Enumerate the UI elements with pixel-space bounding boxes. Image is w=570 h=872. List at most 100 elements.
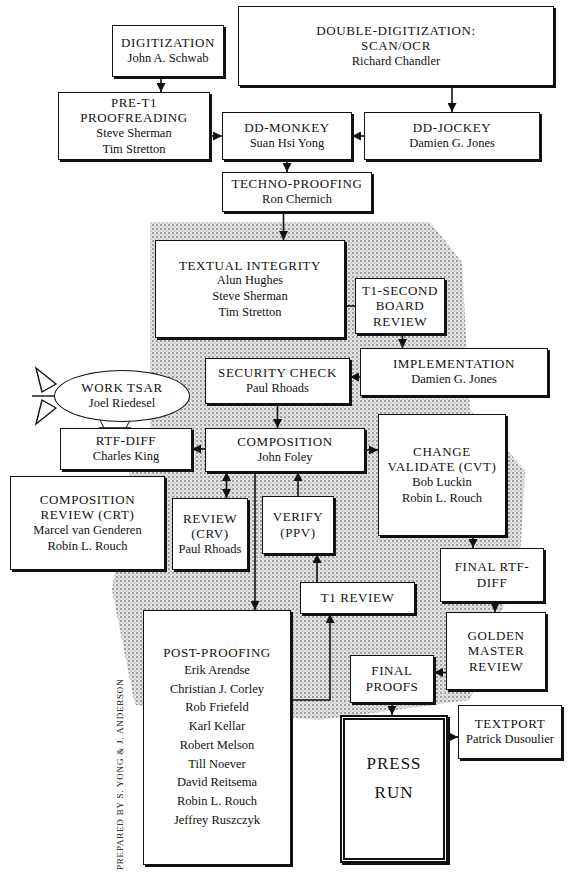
process-box: TEXTUAL INTEGRITYAlun HughesSteve Sherma…	[155, 240, 345, 338]
person-name: Karl Kellar	[189, 717, 246, 736]
node-heading: DD-JOCKEY	[413, 120, 491, 136]
process-box: GOLDEN MASTER REVIEW	[446, 612, 546, 690]
person-name: John A. Schwab	[128, 51, 209, 67]
process-box: REVIEW (CRV)Paul Rhoads	[172, 498, 248, 570]
person-name: Richard Chandler	[352, 54, 441, 70]
node-heading: T1 REVIEW	[321, 590, 395, 606]
process-box: RTF-DIFFCharles King	[60, 428, 192, 470]
person-name: Robert Melson	[180, 736, 255, 755]
credit-note: PREPARED BY S. YONG & J. ANDERSON	[115, 680, 125, 870]
node-heading: DOUBLE-DIGITIZATION: SCAN/OCR	[281, 23, 511, 54]
blimp-fin	[36, 368, 56, 392]
person-name: Paul Rhoads	[179, 542, 242, 558]
flow-arrow	[277, 404, 279, 428]
flow-arrow	[365, 449, 378, 451]
flow-arrow	[316, 554, 318, 582]
flow-arrow	[472, 536, 474, 548]
flow-arrow	[451, 86, 453, 112]
process-box: DIGITIZATIONJohn A. Schwab	[112, 25, 224, 77]
process-box: POST-PROOFINGErik ArendseChristian J. Co…	[143, 610, 291, 865]
node-heading: TECHNO-PROOFING	[231, 176, 362, 192]
process-box: TECHNO-PROOFINGRon Chernich	[222, 172, 372, 212]
person-name: Erik Arendse	[184, 661, 250, 680]
node-heading: SECURITY CHECK	[218, 365, 337, 381]
person-name: Robin L. Rouch	[402, 491, 482, 507]
flow-arrow	[297, 472, 299, 496]
flow-arrow	[283, 212, 285, 240]
person-name: Jeffrey Ruszczyk	[174, 811, 260, 830]
person-name: Robin L. Rouch	[177, 792, 257, 811]
flow-arrow	[352, 135, 364, 137]
flow-arrow	[402, 334, 404, 348]
process-box: FINAL PROOFS	[350, 655, 434, 703]
flow-arrow	[210, 135, 222, 137]
flow-arrow	[226, 472, 228, 498]
person-name: Patrick Dusoulier	[466, 732, 554, 748]
node-heading: PRE-T1 PROOFREADING	[63, 95, 205, 126]
node-heading: VERIFY (PPV)	[267, 509, 329, 540]
process-box: T1-SECOND BOARD REVIEW	[355, 278, 445, 334]
blimp-ellipse: WORK TSARJoel Riedesel	[54, 370, 190, 422]
node-heading: PRESS RUN	[364, 750, 424, 808]
flow-arrow	[192, 448, 205, 450]
person-name: Joel Riedesel	[89, 396, 155, 412]
process-box: TEXTPORTPatrick Dusoulier	[458, 705, 562, 759]
flow-arrow	[448, 736, 458, 738]
person-name: David Reitsema	[177, 773, 257, 792]
node-heading: T1-SECOND BOARD REVIEW	[360, 283, 440, 330]
person-name: Rob Friefeld	[185, 698, 249, 717]
flow-arrow	[160, 77, 162, 92]
process-box: DD-MONKEYSuan Hsi Yong	[222, 112, 352, 160]
node-heading: POST-PROOFING	[163, 645, 271, 661]
person-name: Alun Hughes	[217, 273, 283, 289]
node-heading: GOLDEN MASTER REVIEW	[451, 628, 541, 675]
process-box: FINAL RTF-DIFF	[440, 548, 544, 602]
person-name: Steve Sherman	[96, 126, 171, 142]
node-heading: COMPOSITION	[237, 434, 332, 450]
edge-group	[161, 77, 495, 737]
node-heading: TEXTPORT	[475, 716, 545, 732]
node-heading: RTF-DIFF	[96, 433, 156, 449]
flow-arrow	[391, 703, 393, 715]
node-heading: WORK TSAR	[81, 380, 162, 396]
process-box: COMPOSITION REVIEW (CRT)Marcel van Gende…	[10, 476, 165, 570]
node-heading: REVIEW (CRV)	[177, 511, 243, 542]
process-box: COMPOSITIONJohn Foley	[205, 428, 365, 472]
flow-arrow	[286, 160, 288, 172]
flow-arrow	[254, 472, 256, 610]
person-name: John Foley	[257, 450, 312, 466]
node-heading: DIGITIZATION	[121, 35, 215, 51]
process-box: PRE-T1 PROOFREADINGSteve ShermanTim Stre…	[58, 92, 210, 160]
flow-arrow	[434, 672, 446, 674]
process-box: SECURITY CHECKPaul Rhoads	[205, 358, 350, 404]
person-name: Damien G. Jones	[411, 372, 497, 388]
node-heading: FINAL RTF-DIFF	[445, 559, 539, 590]
node-heading: COMPOSITION REVIEW (CRT)	[15, 492, 160, 523]
person-name: Charles King	[93, 449, 159, 465]
person-name: Tim Stretton	[218, 305, 281, 321]
person-name: Till Noever	[188, 755, 246, 774]
process-box: DOUBLE-DIGITIZATION: SCAN/OCRRichard Cha…	[238, 6, 554, 86]
person-name: Suan Hsi Yong	[250, 136, 325, 152]
node-heading: FINAL PROOFS	[355, 663, 429, 694]
process-box: DD-JOCKEYDamien G. Jones	[364, 112, 540, 160]
person-name: Ron Chernich	[262, 192, 332, 208]
flow-arrow	[345, 305, 355, 307]
process-box: IMPLEMENTATIONDamien G. Jones	[360, 348, 548, 396]
process-box: CHANGE VALIDATE (CVT)Bob LuckinRobin L. …	[378, 414, 506, 536]
process-box: T1 REVIEW	[300, 582, 415, 614]
node-heading: CHANGE VALIDATE (CVT)	[383, 444, 501, 475]
person-name: Paul Rhoads	[246, 381, 309, 397]
flow-arrow	[350, 376, 360, 378]
press-box: PRESS RUN	[340, 715, 448, 863]
person-name: Bob Luckin	[412, 475, 471, 491]
node-heading: TEXTUAL INTEGRITY	[179, 258, 321, 274]
person-name: Christian J. Corley	[170, 680, 264, 699]
person-name: Marcel van Genderen	[33, 523, 141, 539]
node-heading: DD-MONKEY	[244, 120, 330, 136]
flow-arrow	[291, 614, 330, 700]
gondola-strut	[100, 420, 104, 428]
